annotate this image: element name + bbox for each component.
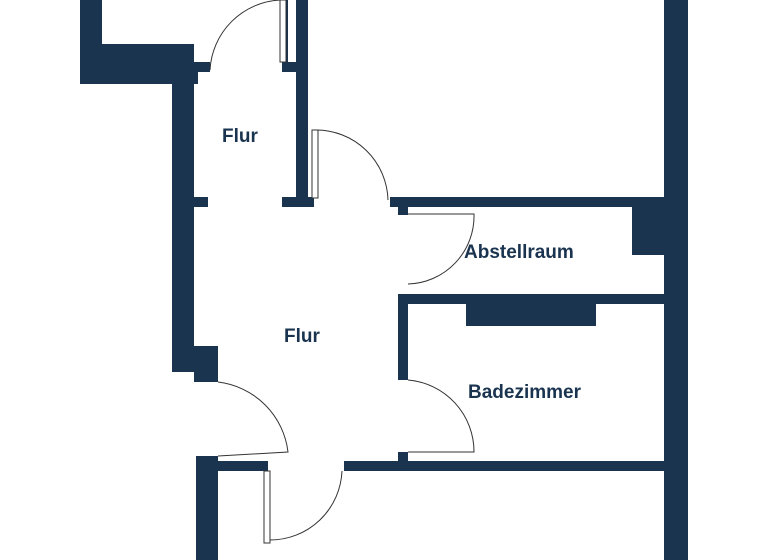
wall-room-left-vertical xyxy=(296,0,308,206)
room-label-flur-lower: Flur xyxy=(284,326,320,347)
door-leaf-room xyxy=(311,129,319,199)
wall-flur-divider-right xyxy=(282,197,314,207)
door-swing-arc-badezimmer xyxy=(407,379,475,453)
room-label-flur-upper: Flur xyxy=(222,126,258,147)
wall-flur-left-upper xyxy=(172,62,194,372)
wall-lower-left-horizontal xyxy=(218,461,268,471)
wall-flur-left-pillar xyxy=(194,346,218,382)
wall-lower-left-vertical xyxy=(196,456,218,560)
wall-top-left-ledge xyxy=(102,44,194,62)
door-swing-arc-bottom xyxy=(269,470,343,541)
room-label-badezimmer: Badezimmer xyxy=(468,382,582,403)
wall-badezimmer-bottom xyxy=(344,461,664,471)
wall-flur-top-right-stub xyxy=(282,62,296,72)
doors xyxy=(209,0,475,544)
door-leaf-bottom xyxy=(263,470,271,544)
wall-badezimmer-bottom-stub xyxy=(398,452,408,466)
door-swing-arc-abstellraum xyxy=(407,213,475,285)
wall-abstellraum-top xyxy=(390,197,664,207)
wall-abstellraum-left-stub xyxy=(398,197,408,215)
walls xyxy=(80,0,688,560)
door-leaf-top xyxy=(279,0,287,63)
door-swing-arc-top xyxy=(209,0,281,71)
wall-right-exterior xyxy=(664,0,688,560)
room-labels: Flur Flur Abstellraum Badezimmer xyxy=(222,126,582,403)
door-swing-arc-room xyxy=(315,129,389,201)
wall-flur-top-left-stub xyxy=(194,62,210,72)
door-swing-arc-left xyxy=(217,381,289,457)
wall-bathroom-block xyxy=(466,294,596,326)
wall-flur-divider-left xyxy=(194,197,208,207)
wall-badezimmer-left xyxy=(398,294,408,380)
room-label-abstellraum: Abstellraum xyxy=(464,242,574,263)
wall-top-left-horizontal xyxy=(80,62,198,84)
